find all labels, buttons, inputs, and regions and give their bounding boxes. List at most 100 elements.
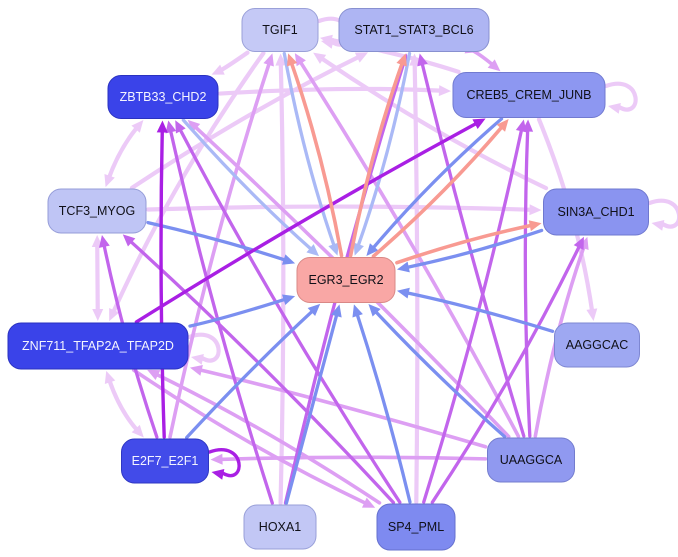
edge-egr3-tgif1[interactable] (286, 53, 344, 258)
self-loop-sin3a[interactable] (647, 198, 678, 231)
arrowhead (417, 53, 428, 67)
edge-creb5-egr3[interactable] (366, 117, 504, 256)
edge-sp4-egr3[interactable] (352, 304, 412, 504)
node-box-creb5[interactable] (452, 72, 606, 118)
arrowhead (281, 254, 296, 265)
node-tgif1[interactable]: TGIF1 (241, 8, 319, 52)
node-box-hoxa1[interactable] (243, 504, 317, 550)
node-box-stat1[interactable] (338, 8, 490, 52)
arrowhead (328, 242, 339, 256)
node-box-aaggcac[interactable] (554, 322, 640, 368)
edge-sp4-znf711[interactable] (147, 369, 382, 505)
node-box-e2f7[interactable] (121, 438, 209, 484)
arrowhead (573, 236, 584, 250)
arrowhead (313, 52, 327, 64)
edge-stat1-egr3[interactable] (353, 51, 412, 256)
edge-sp4-zbtb33[interactable] (175, 120, 402, 504)
arrowhead (263, 53, 274, 67)
self-loop-znf711[interactable] (186, 332, 221, 365)
node-sin3a[interactable]: SIN3A_CHD1 (543, 188, 649, 236)
edge-znf711-creb5[interactable] (134, 118, 486, 324)
edge-egr3-creb5[interactable] (371, 119, 509, 258)
arrowhead (368, 303, 381, 317)
edge-e2f7-zbtb33[interactable] (156, 120, 168, 439)
node-uaaggca[interactable]: UAAGGCA (487, 437, 575, 483)
arrowhead (319, 34, 333, 46)
arrowhead (586, 308, 598, 322)
edge-tcf3-egr3[interactable] (146, 220, 296, 265)
edge-egr3-sin3a[interactable] (395, 220, 542, 265)
node-znf711[interactable]: ZNF711_TFAP2A_TFAP2D (7, 322, 189, 370)
arrowhead (352, 304, 363, 318)
arrowhead (651, 219, 665, 231)
node-zbtb33[interactable]: ZBTB33_CHD2 (107, 75, 219, 119)
arrowhead (191, 353, 204, 365)
arrowhead (104, 370, 116, 385)
node-box-tgif1[interactable] (241, 8, 319, 52)
arrowhead (109, 307, 120, 322)
node-hoxa1[interactable]: HOXA1 (243, 504, 317, 550)
edge-uaaggca-stat1[interactable] (417, 53, 526, 438)
edge-zbtb33-tcf3[interactable] (104, 120, 144, 188)
self-loop-e2f7[interactable] (207, 448, 241, 480)
arrowhead (396, 287, 410, 299)
edge-uaaggca-creb5[interactable] (522, 119, 534, 438)
edge-tgif1-zbtb33[interactable] (211, 50, 250, 75)
edge-hoxa1-tgif1[interactable] (275, 53, 287, 506)
node-box-tcf3[interactable] (47, 188, 147, 234)
edge-uaaggca-tgif1[interactable] (294, 53, 521, 439)
node-box-uaaggca[interactable] (487, 437, 575, 483)
edge-sin3a-egr3[interactable] (396, 228, 544, 273)
arrowhead (366, 243, 379, 256)
edge-hoxa1-zbtb33[interactable] (165, 120, 274, 505)
edge-tgif1-egr3[interactable] (282, 51, 339, 256)
arrowhead (131, 120, 144, 133)
edge-tcf3-znf711[interactable] (91, 234, 104, 322)
self-loop-creb5[interactable] (603, 81, 638, 114)
arrowhead (522, 119, 534, 132)
node-stat1[interactable]: STAT1_STAT3_BCL6 (338, 8, 490, 52)
arrowhead (131, 424, 144, 438)
node-tcf3[interactable]: TCF3_MYOG (47, 188, 147, 234)
arrowhead (528, 220, 542, 232)
edge-uaaggca-egr3[interactable] (368, 303, 507, 439)
node-creb5[interactable]: CREB5_CREM_JUNB (452, 72, 606, 118)
arrowhead (122, 234, 136, 247)
edge-egr3-stat1[interactable] (348, 53, 407, 258)
edge-sp4-stat1[interactable] (409, 53, 421, 505)
edge-sin3a-tgif1[interactable] (313, 52, 549, 191)
arrowhead (396, 261, 410, 273)
node-aaggcac[interactable]: AAGGCAC (554, 322, 640, 368)
arrowhead (281, 294, 296, 305)
edge-sp4-tcf3[interactable] (122, 234, 396, 505)
arrowhead (361, 497, 376, 508)
edge-zbtb33-creb5[interactable] (217, 85, 452, 97)
edge-e2f7-egr3[interactable] (185, 303, 321, 440)
node-box-znf711[interactable] (7, 322, 189, 370)
node-box-sp4[interactable] (376, 503, 456, 551)
node-egr3[interactable]: EGR3_EGR2 (296, 257, 396, 303)
arrowhead (306, 244, 320, 257)
edge-sp4-sin3a[interactable] (430, 236, 584, 504)
arrowhead (608, 102, 621, 114)
arrowhead (353, 242, 364, 256)
arrowhead (210, 453, 223, 465)
edge-znf711-e2f7[interactable] (104, 370, 144, 438)
node-box-sin3a[interactable] (543, 188, 649, 236)
edge-zbtb33-egr3[interactable] (181, 118, 320, 257)
node-box-zbtb33[interactable] (107, 75, 219, 119)
edge-aaggcac-egr3[interactable] (396, 287, 555, 333)
arrowhead (165, 120, 177, 134)
arrowhead (472, 118, 486, 129)
node-sp4[interactable]: SP4_PML (376, 503, 456, 551)
edge-znf711-egr3[interactable] (188, 294, 296, 328)
node-e2f7[interactable]: E2F7_E2F1 (121, 438, 209, 484)
edge-hoxa1-egr3[interactable] (284, 304, 342, 505)
arrowhead (104, 173, 115, 188)
edge-tcf3-sin3a[interactable] (145, 204, 542, 216)
arrowhead (92, 308, 104, 322)
arrowhead (396, 53, 407, 67)
node-box-egr3[interactable] (296, 257, 396, 303)
arrowhead (307, 303, 321, 317)
